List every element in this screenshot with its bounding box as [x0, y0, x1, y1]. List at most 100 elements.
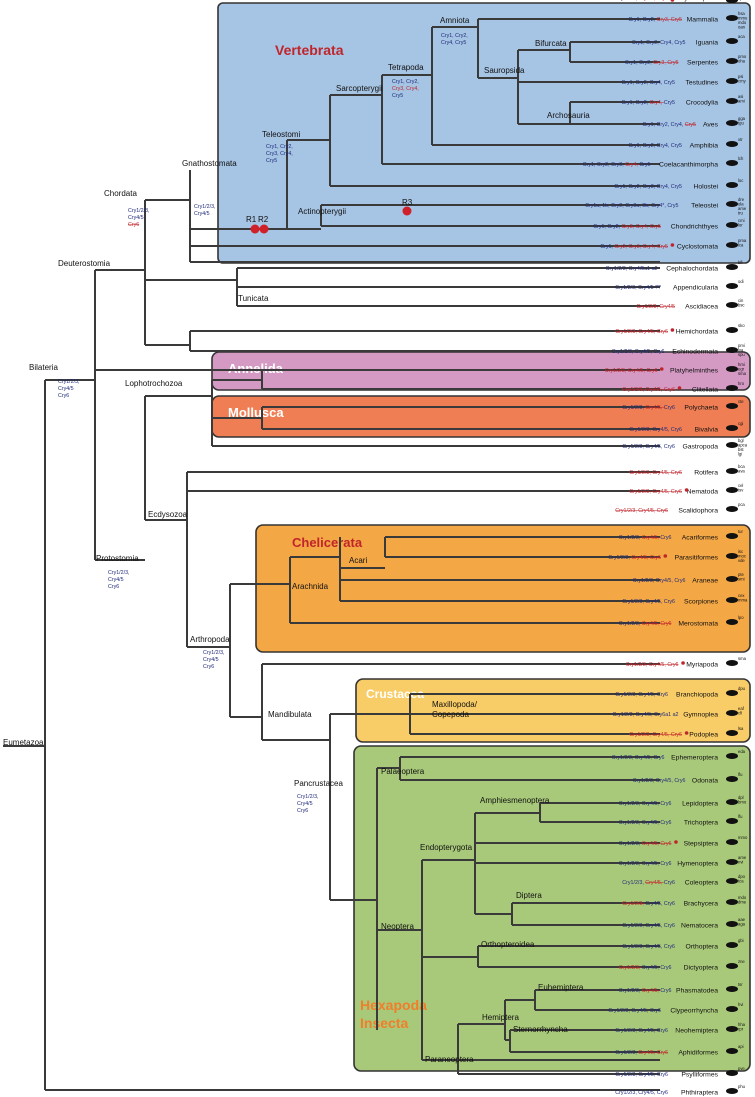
taxon-name: Iguania: [696, 40, 719, 47]
organism-silhouette-icon: [726, 487, 738, 493]
taxon-flag-dot: [684, 731, 689, 735]
species-abbreviations: pca: [738, 502, 745, 507]
event-r1-marker: [250, 224, 260, 234]
node-diptera: Diptera: [516, 891, 542, 900]
taxon-name: Serpentes: [687, 60, 719, 67]
taxon-name: Appendicularia: [673, 285, 718, 292]
node-bifurcata: Bifurcata: [535, 39, 567, 48]
taxon-name: Cephalochordata: [666, 266, 718, 273]
species-abbreviations: hvi: [738, 1002, 743, 1007]
taxon-gene-set: Cry1/2/3, Cry4/5, Cry6: [629, 732, 682, 738]
organism-silhouette-icon: [726, 859, 738, 865]
taxon-gene-set: Cry1/2/3, Cry4/5, Cry6: [622, 387, 675, 393]
taxon-name: Nematocera: [681, 923, 718, 930]
taxon-gene-set: Cry1/2/3, Cry4/5, Cry6: [622, 944, 675, 950]
species-abbreviations: sko: [738, 323, 745, 328]
taxon-flag-dot: [670, 0, 675, 2]
node-actinopterygii: Actinopterygii: [298, 207, 346, 216]
organism-silhouette-icon: [726, 753, 738, 759]
taxon-gene-set: Cry1, Cry2, Cry3, Cry4, Cry5: [600, 244, 668, 250]
organism-silhouette-icon: [726, 201, 738, 207]
node-hemiptera: Hemiptera: [482, 1013, 519, 1022]
organism-silhouette-icon: [726, 302, 738, 308]
tetrapoda-genes: Cry1, Cry2,Cry3, Cry4,Cry5: [392, 79, 419, 99]
taxon-name: Ephemeroptera: [671, 755, 718, 762]
taxon-flag-dot: [684, 488, 689, 492]
species-abbreviations: xtr: [738, 137, 743, 142]
taxon-gene-set: Cry1/2/3, Cry4/5, Cry6: [612, 755, 665, 761]
taxon-gene-set: Cry1/2/3, Cry4/5a1 a2: [606, 266, 658, 272]
taxon-name: Stepsiptera: [684, 841, 719, 848]
node-tetrapoda: Tetrapoda: [388, 63, 424, 72]
species-abbreviations: cte: [738, 399, 744, 404]
organism-silhouette-icon: [726, 710, 738, 716]
taxon-name: Phasmatodea: [676, 988, 718, 995]
species-abbreviations: foc: [738, 0, 744, 1]
species-abbreviations: cgi: [738, 421, 743, 426]
taxon-gene-set: Cry1/2/3, Cry4/5, Cry6: [622, 880, 675, 886]
node-acari: Acari: [349, 556, 367, 565]
taxon-name: Hymenoptera: [677, 861, 718, 868]
node-maxillopoda: Maxillopoda/: [432, 700, 478, 709]
taxon-name: Phthiraptera: [681, 1090, 718, 1097]
node-amniota: Amniota: [440, 16, 470, 25]
species-abbreviations: dpu: [738, 686, 746, 691]
taxon-name: Scorpiones: [684, 599, 719, 606]
taxon-name: Ascidiacea: [685, 304, 718, 311]
teleostomi-genes: Cry1, Cry2,Cry3, Cry4,Cry5: [266, 144, 293, 164]
organism-silhouette-icon: [726, 283, 738, 289]
organism-silhouette-icon: [726, 0, 738, 3]
taxon-gene-set: Cry1/2/3, Cry4/5, Cry6: [619, 801, 672, 807]
event-r3-marker: [402, 206, 412, 216]
node-copepoda: Copepoda: [432, 710, 469, 719]
node-tunicata: Tunicata: [238, 294, 269, 303]
duplication-events: R1 R2 R3: [246, 198, 413, 234]
species-abbreviations: zne: [738, 959, 745, 964]
taxon-gene-set: Cry1/2/3, Cry4/5, Cry6: [615, 1028, 668, 1034]
taxon-gene-set: Cry1/2/3, Cry4/5, Cry6: [608, 555, 661, 561]
taxon-name: Cnidaria: [693, 0, 719, 2]
organism-silhouette-icon: [726, 347, 738, 353]
taxon-name: Psylliformes: [681, 1072, 718, 1079]
organism-silhouette-icon: [726, 15, 738, 21]
taxon-gene-set: Cry1/2/3, Cry4/5, Cry6: [622, 599, 675, 605]
organism-silhouette-icon: [726, 506, 738, 512]
species-abbreviations: tur: [738, 529, 743, 534]
organism-silhouette-icon: [726, 182, 738, 188]
organism-silhouette-icon: [726, 660, 738, 666]
taxon-gene-set: Cry1, Cry2, Cry3, Cry4, Cry5: [593, 224, 661, 230]
taxon-name: Aphidiformes: [678, 1050, 718, 1057]
taxon-name: Amphibia: [690, 143, 719, 150]
taxon-name: Coelacanthimorpha: [659, 162, 718, 169]
